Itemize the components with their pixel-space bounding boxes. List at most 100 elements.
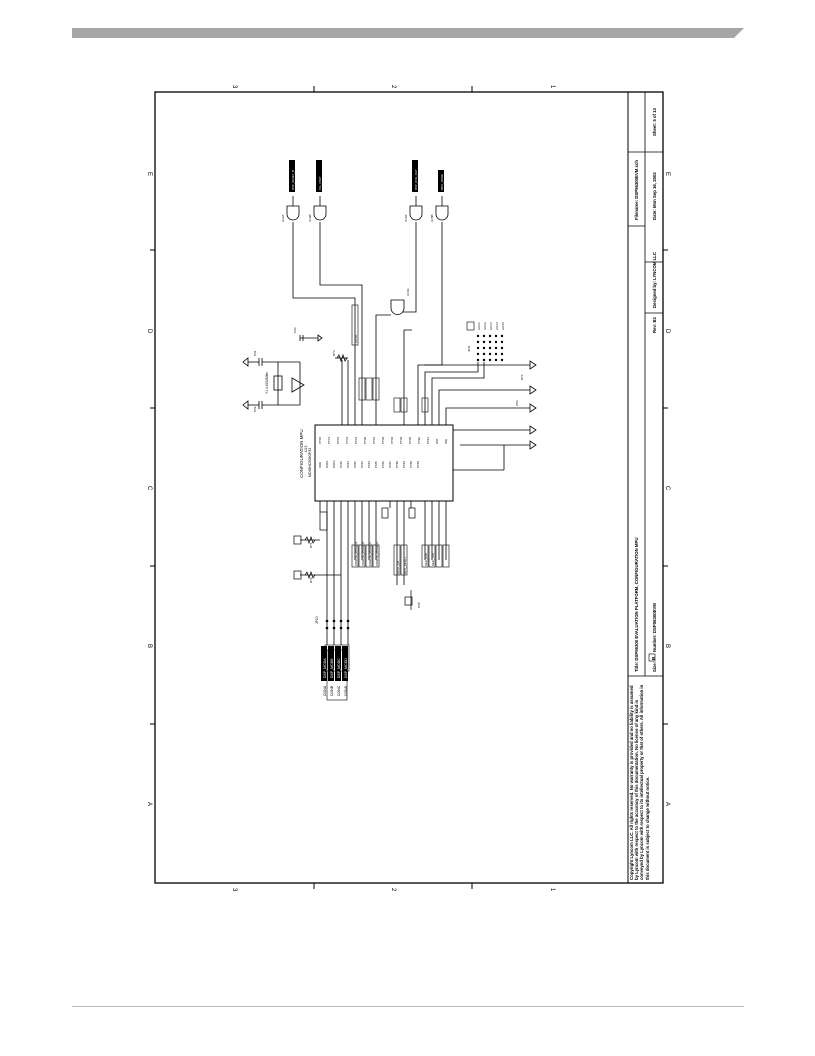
aux3-label: AUX3	[489, 322, 493, 330]
zone-letter-B-right: B	[664, 644, 670, 648]
zone-letter-C-left: C	[146, 486, 152, 491]
left-wires	[319, 501, 447, 645]
net-mpu-reset: MPU_RESET	[403, 557, 407, 574]
mpu-pin-left-pta5: PTA5	[374, 461, 378, 468]
mpu-pin-right-ptd0: PTD0	[363, 436, 367, 444]
gate-u14b: U14B	[308, 214, 312, 222]
cap-c52-label: C52	[253, 406, 257, 412]
top-out-pll-pinit: PLL_PINIT	[318, 176, 322, 190]
size-label: Size:	[652, 661, 657, 672]
zone-num-3-top: 3	[231, 85, 237, 89]
resistor-r71-label: R71	[309, 542, 313, 548]
mpu-pin-left-ptb0: PTB0	[395, 461, 399, 468]
dsp-modc-label: DSP_MODC	[337, 658, 341, 678]
mpu-pin-right-ptc4: PTC4	[354, 436, 358, 444]
mpu-pin-left-ptb3: PTB3	[416, 461, 420, 468]
title-text: Title: DSP56300 EVALUATION PLATFORM, CON…	[634, 538, 639, 673]
conb-label: CONB	[330, 685, 334, 696]
gate-u15b: U15B	[430, 214, 434, 222]
jumper-jp10: JP10	[315, 616, 350, 630]
upper-net-boxes	[351, 304, 429, 413]
mpu-pin-left-pta3: PTA3	[360, 461, 364, 468]
gates	[286, 205, 449, 315]
title-block: Title: DSP56300 EVALUATION PLATFORM, CON…	[628, 92, 663, 880]
mid-left-net-boxes	[351, 544, 450, 576]
aux-connector: JP11 AUX1 AUX2 AUX3 AUX4 AUX5	[466, 321, 505, 362]
net-extal: EXTAL	[354, 334, 358, 343]
aux5-label: AUX5	[501, 322, 505, 330]
copyright-text: Copyright Lyncom LLC. All rights reserve…	[629, 684, 650, 880]
mpu-pin-left-pta1: PTA1	[346, 461, 350, 468]
resistor-r72-label: R72	[309, 577, 313, 583]
mpu-pin-left-pta4: PTA4	[367, 461, 371, 468]
zone-letter-B-left: B	[146, 644, 152, 648]
mpu-pin-right-ptc1: PTC1	[327, 436, 331, 444]
net-config-d: CONFIG_MODE_D	[375, 542, 379, 566]
gate-output-lines	[292, 196, 443, 206]
top-out-dsp-reset: DSP_RESET_B	[291, 170, 295, 190]
zone-num-3-bottom: 3	[231, 888, 237, 892]
net-ser-txd: SER_TXD	[431, 553, 435, 566]
aux-grounds	[529, 360, 537, 450]
zone-letter-C-right: C	[664, 486, 670, 491]
zone-letter-D-right: D	[664, 329, 670, 334]
mpu-pin-left-osc2: OSC2	[332, 460, 336, 468]
zone-letter-E-left: E	[146, 172, 152, 176]
crystal-label: Y1 4.9152MHz	[265, 372, 269, 394]
dsp-modd-label: DSP_MODD	[344, 658, 348, 678]
zone-letter-A-left: A	[146, 802, 152, 806]
mpu-pin-right-ptc0: PTC0	[318, 436, 322, 444]
mpu-pin-right-ptd1: PTD1	[372, 436, 376, 444]
schematic-frame	[154, 91, 664, 884]
number-text: Number: DSP56300EVM	[652, 603, 657, 652]
designed-by-text: Designed by: LYNCOM LLC	[652, 252, 657, 308]
mpu-pin-right-ptd3: PTD3	[390, 436, 394, 444]
cona-label: CONA	[323, 685, 327, 696]
gate-u14a: U14A	[281, 214, 285, 222]
mpu-pin-right-ptc3: PTC3	[345, 436, 349, 444]
header-bar	[72, 25, 744, 38]
mpu-pin-right-pte0: PTE0	[417, 437, 421, 444]
mpu-right-pins: PTC0 PTC1 PTC2 PTC3 PTC4 PTD0 PTD1 PTD2 PTD3 PTD4…	[318, 436, 448, 444]
mpu-pin-right-irq: IRQ	[444, 438, 448, 444]
mpu-pin-left-pta7: PTA7	[388, 461, 392, 468]
top-output-boxes	[289, 160, 444, 192]
top-out-mpu-done: MPU_DONE	[440, 174, 444, 190]
crystal-section	[242, 334, 348, 410]
top-out-dsp-cfg: DSP_CFG_OUT	[414, 169, 418, 190]
aux1-label: AUX1	[477, 322, 481, 330]
right-wires	[292, 222, 443, 425]
mpu-pin-left-pta2: PTA2	[353, 461, 357, 468]
date-text: Date: Mon Sep 16, 2002	[652, 172, 657, 220]
cap-c51-label: C51	[253, 350, 257, 356]
mpu-pin-right-ptc2: PTC2	[336, 436, 340, 444]
cap-c54-label: C54	[515, 400, 519, 406]
zone-num-2-top: 2	[390, 85, 396, 89]
copyright-block: Copyright Lyncom LLC. All rights reserve…	[629, 684, 650, 880]
mpu-ref: U13	[304, 446, 308, 452]
cap-c53-label: C53	[293, 327, 297, 333]
jp11-label: JP11	[467, 345, 471, 352]
zone-num-1-bottom: 1	[549, 888, 555, 892]
zone-letter-E-right: E	[664, 172, 670, 176]
mpu-pin-right-pte1: PTE1	[426, 437, 430, 444]
mpu-pin-left-ptb2: PTB2	[409, 461, 413, 468]
size-value: B	[651, 656, 656, 660]
jp10-label: JP10	[315, 616, 319, 624]
net-ser-rxd: SER_RXD	[424, 553, 428, 566]
mpu-pin-right-ptd2: PTD2	[381, 436, 385, 444]
mpu-pin-left-pta0: PTA0	[339, 461, 343, 468]
mpu-pin-left-ptb1: PTB1	[402, 461, 406, 468]
net-config-b: CONFIG_MODE_B	[361, 542, 365, 566]
mpu-pin-right-ptd4: PTD4	[399, 436, 403, 444]
mpu-title: CONFIGURATION MPU	[299, 429, 304, 478]
aux2-label: AUX2	[483, 322, 487, 330]
zone-letter-D-left: D	[146, 329, 152, 334]
conc-label: CONC	[337, 685, 341, 696]
gate-labels: U14A U14B U15A U15B U16A	[281, 214, 434, 296]
resistor-r73-label: R73	[332, 350, 336, 356]
cap-c55-label: C55	[417, 602, 421, 608]
dsp-modb-label: DSP_MODB	[330, 658, 334, 678]
